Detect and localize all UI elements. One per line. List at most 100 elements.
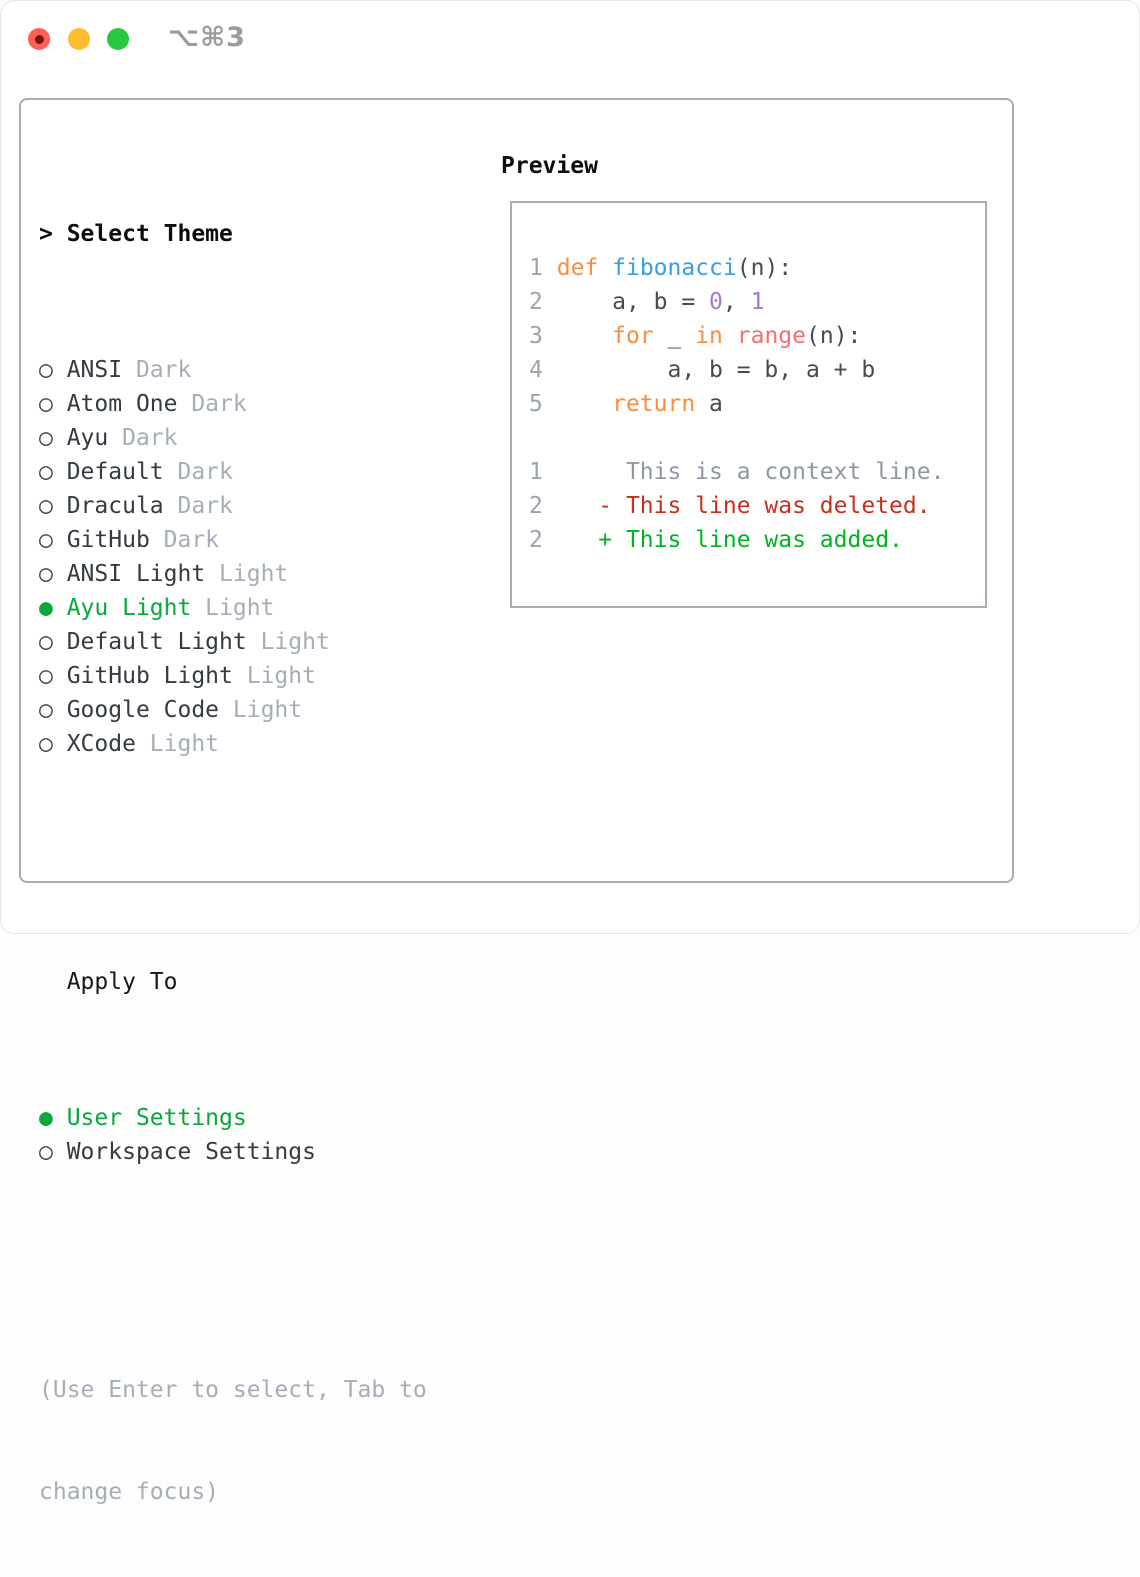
variant-label: Light: [246, 663, 316, 689]
variant-label: Light: [260, 629, 330, 655]
radio-unselected-icon: ○: [39, 425, 67, 451]
code-token: (n):: [806, 323, 862, 349]
theme-option-dracula-dark[interactable]: ○ Dracula Dark: [39, 489, 489, 523]
theme-option-github-light-light[interactable]: ○ GitHub Light Light: [39, 659, 489, 693]
code-line: 5 return a: [529, 387, 944, 421]
option-label: XCode: [66, 731, 136, 757]
radio-selected-icon: ●: [39, 1105, 67, 1131]
code-token: a, b =: [542, 289, 710, 315]
option-label: GitHub: [66, 527, 150, 553]
option-label: Google Code: [66, 697, 220, 723]
help-text-line-2: change focus): [39, 1479, 220, 1505]
radio-unselected-icon: ○: [39, 493, 67, 519]
code-token: for: [612, 323, 654, 349]
apply-to-title: Apply To: [66, 969, 178, 995]
theme-option-ansi-light-light[interactable]: ○ ANSI Light Light: [39, 557, 489, 591]
code-token: def: [556, 255, 599, 281]
theme-option-default-light-light[interactable]: ○ Default Light Light: [39, 625, 489, 659]
code-line: [529, 421, 944, 455]
code-token: 3: [529, 323, 543, 349]
main-panel: [19, 98, 1014, 883]
code-line: 2 - This line was deleted.: [529, 489, 944, 523]
zoom-button[interactable]: [107, 28, 129, 50]
option-label: Default Light: [66, 629, 247, 655]
code-token: _: [653, 323, 696, 349]
code-line: 3 for _ in range(n):: [529, 319, 944, 353]
radio-unselected-icon: ○: [39, 629, 67, 655]
code-line: 1 def fibonacci(n):: [529, 251, 944, 285]
radio-unselected-icon: ○: [39, 357, 67, 383]
code-token: range: [736, 323, 807, 349]
radio-unselected-icon: ○: [39, 1139, 67, 1165]
theme-option-xcode-light[interactable]: ○ XCode Light: [39, 727, 489, 761]
variant-label: Dark: [163, 527, 220, 553]
theme-option-github-dark[interactable]: ○ GitHub Dark: [39, 523, 489, 557]
minimize-button[interactable]: [68, 28, 90, 50]
code-token: 2: [529, 527, 543, 553]
code-token: - This line was deleted.: [542, 493, 931, 519]
window-shortcut-label: ⌥⌘3: [168, 22, 246, 53]
close-button[interactable]: [28, 28, 50, 50]
focus-prompt-icon: >: [39, 221, 53, 247]
option-label: Dracula: [66, 493, 164, 519]
code-token: 2: [529, 289, 543, 315]
option-label: Workspace Settings: [66, 1139, 316, 1165]
theme-option-default-dark[interactable]: ○ Default Dark: [39, 455, 489, 489]
code-token: fibonacci: [612, 255, 737, 281]
code-token: [543, 255, 557, 281]
option-label: Default: [66, 459, 164, 485]
code-token: (n):: [736, 255, 793, 281]
radio-unselected-icon: ○: [39, 731, 67, 757]
radio-unselected-icon: ○: [39, 561, 67, 587]
code-token: in: [695, 323, 723, 349]
code-token: 0: [709, 289, 723, 315]
code-token: [598, 255, 612, 281]
select-theme-title: Select Theme: [66, 221, 233, 247]
radio-unselected-icon: ○: [39, 391, 67, 417]
help-text-line-1: (Use Enter to select, Tab to: [39, 1377, 427, 1403]
code-token: [543, 391, 612, 417]
code-token: 1: [750, 289, 765, 315]
variant-label: Light: [149, 731, 220, 757]
spacer: [39, 863, 489, 897]
option-label: ANSI: [66, 357, 123, 383]
window-titlebar: ⌥⌘3: [1, 1, 1139, 71]
option-label: User Settings: [66, 1105, 247, 1131]
code-token: 2: [529, 493, 543, 519]
spacer: [39, 1271, 489, 1305]
variant-label: Dark: [177, 493, 233, 519]
radio-unselected-icon: ○: [39, 663, 67, 689]
apply-option-workspace-settings[interactable]: ○ Workspace Settings: [39, 1135, 489, 1169]
code-token: 5: [529, 391, 543, 417]
variant-label: Light: [219, 561, 289, 587]
code-line: 2 + This line was added.: [529, 523, 944, 557]
radio-selected-icon: ●: [39, 595, 67, 621]
option-label: ANSI Light: [66, 561, 206, 587]
select-theme-header: > Select Theme: [39, 217, 489, 251]
radio-unselected-icon: ○: [39, 527, 67, 553]
option-label: GitHub Light: [66, 663, 233, 689]
code-token: 4: [529, 357, 543, 383]
variant-label: Dark: [177, 459, 233, 485]
radio-unselected-icon: ○: [39, 697, 67, 723]
radio-unselected-icon: ○: [39, 459, 67, 485]
code-token: 1: [529, 255, 543, 281]
option-label: Atom One: [66, 391, 178, 417]
apply-option-user-settings[interactable]: ● User Settings: [39, 1101, 489, 1135]
code-token: a, b = b, a + b: [542, 357, 876, 383]
code-token: return: [612, 391, 696, 417]
code-line: 2 a, b = 0, 1: [529, 285, 944, 319]
option-label: Ayu: [66, 425, 109, 451]
preview-title: Preview: [501, 153, 598, 179]
code-token: ,: [722, 289, 751, 315]
code-token: [543, 323, 612, 349]
option-label: Ayu Light: [66, 595, 192, 621]
